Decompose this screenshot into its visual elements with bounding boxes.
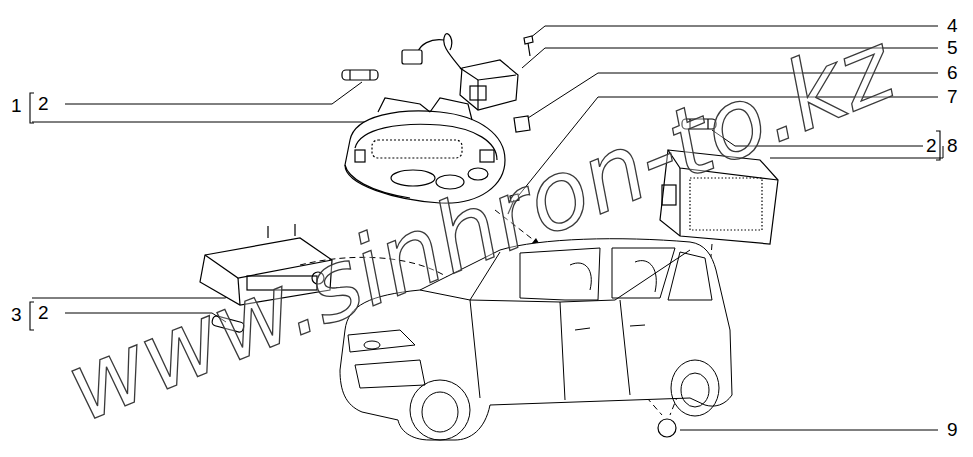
screw <box>524 36 533 56</box>
callout-number: 2 <box>925 136 938 156</box>
callout-number: 2 <box>37 94 50 114</box>
callout-number: 4 <box>946 16 959 36</box>
festoon-bulb <box>342 70 378 80</box>
callout-number: 6 <box>946 63 959 83</box>
plug <box>658 419 676 437</box>
callout-number: 1 <box>10 96 23 116</box>
callout-number: 2 <box>37 303 50 323</box>
clip <box>514 116 530 132</box>
callout-number: 5 <box>946 38 959 58</box>
callout-number: 9 <box>946 420 959 440</box>
sensor-module <box>402 34 518 110</box>
callout-number: 8 <box>946 136 959 156</box>
callout-number: 3 <box>10 305 23 325</box>
callout-number: 7 <box>946 87 959 107</box>
